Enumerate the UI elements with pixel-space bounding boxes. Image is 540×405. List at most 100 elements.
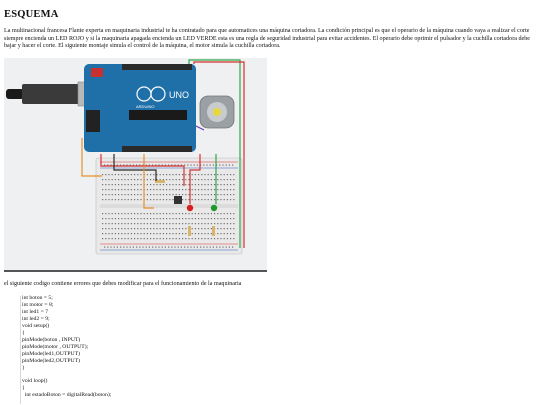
breadboard-hole [130, 194, 132, 196]
rail-hole [216, 246, 218, 248]
breadboard-hole [214, 213, 216, 215]
breadboard-hole [169, 189, 171, 191]
rail-hole [216, 164, 218, 166]
breadboard-hole [210, 174, 212, 176]
breadboard-hole [146, 213, 148, 215]
breadboard-hole [194, 233, 196, 235]
resistor-led-green [212, 226, 215, 236]
breadboard-hole [162, 228, 164, 230]
breadboard-hole [150, 213, 152, 215]
breadboard-hole [150, 218, 152, 220]
breadboard-hole [172, 228, 174, 230]
breadboard-hole [153, 199, 155, 201]
breadboard-hole [130, 233, 132, 235]
breadboard-hole [223, 199, 225, 201]
breadboard-hole [204, 199, 206, 201]
breadboard-hole [156, 213, 158, 215]
breadboard-hole [140, 179, 142, 181]
breadboard-hole [172, 194, 174, 196]
breadboard-hole [111, 233, 113, 235]
breadboard-hole [214, 184, 216, 186]
breadboard-hole [217, 189, 219, 191]
breadboard-hole [121, 218, 123, 220]
rail-hole [139, 246, 141, 248]
rail-hole [190, 164, 192, 166]
breadboard-hole [207, 223, 209, 225]
breadboard-hole [121, 174, 123, 176]
breadboard-hole [169, 213, 171, 215]
breadboard-hole [130, 199, 132, 201]
breadboard-hole [214, 194, 216, 196]
breadboard-hole [146, 218, 148, 220]
breadboard-hole [233, 213, 235, 215]
breadboard-hole [185, 213, 187, 215]
breadboard-hole [121, 184, 123, 186]
breadboard-hole [130, 184, 132, 186]
rail-hole [232, 164, 234, 166]
breadboard-hole [127, 238, 129, 240]
breadboard-hole [102, 228, 104, 230]
breadboard-hole [182, 238, 184, 240]
breadboard-hole [153, 218, 155, 220]
breadboard-hole [191, 179, 193, 181]
rail-hole [120, 246, 122, 248]
breadboard-hole [185, 179, 187, 181]
breadboard-hole [153, 228, 155, 230]
breadboard-hole [153, 184, 155, 186]
breadboard-hole [134, 184, 136, 186]
rail-hole [139, 164, 141, 166]
breadboard-hole [201, 174, 203, 176]
breadboard-hole [182, 233, 184, 235]
rail-hole [152, 246, 154, 248]
arduino-board: UNO ARDUINO [84, 64, 196, 152]
breadboard-hole [124, 213, 126, 215]
breadboard-hole [188, 238, 190, 240]
breadboard-hole [175, 233, 177, 235]
rail-hole [177, 164, 179, 166]
code-line: int boton = 5; [22, 295, 53, 301]
breadboard-hole [217, 228, 219, 230]
breadboard-hole [214, 179, 216, 181]
breadboard-hole [156, 174, 158, 176]
code-line: void loop() [22, 378, 48, 385]
rail-hole [209, 246, 211, 248]
breadboard-hole [105, 223, 107, 225]
breadboard-hole [204, 223, 206, 225]
breadboard-hole [108, 179, 110, 181]
breadboard-hole [162, 194, 164, 196]
rail-hole [168, 164, 170, 166]
breadboard-hole [188, 218, 190, 220]
breadboard-hole [204, 174, 206, 176]
breadboard-hole [178, 174, 180, 176]
breadboard-hole [153, 179, 155, 181]
breadboard-hole [111, 194, 113, 196]
breadboard-hole [223, 218, 225, 220]
breadboard-hole [207, 184, 209, 186]
breadboard-hole [118, 238, 120, 240]
breadboard-hole [105, 233, 107, 235]
code-line: pinMode(motor , OUTPUT); [22, 343, 89, 350]
breadboard-hole [127, 199, 129, 201]
breadboard-hole [169, 184, 171, 186]
breadboard-hole [169, 194, 171, 196]
board-brand-label: ARDUINO [136, 104, 154, 109]
breadboard-hole [156, 233, 158, 235]
breadboard-hole [230, 189, 232, 191]
rail-hole [104, 164, 106, 166]
breadboard-hole [172, 233, 174, 235]
breadboard-hole [182, 228, 184, 230]
rail-hole [184, 246, 186, 248]
breadboard-hole [207, 238, 209, 240]
breadboard-hole [172, 199, 174, 201]
breadboard-hole [140, 184, 142, 186]
rail-hole [136, 246, 138, 248]
breadboard-hole [130, 218, 132, 220]
breadboard-hole [178, 223, 180, 225]
rail-hole [136, 164, 138, 166]
breadboard-hole [156, 223, 158, 225]
breadboard-hole [169, 233, 171, 235]
breadboard-hole [137, 189, 139, 191]
breadboard-hole [156, 199, 158, 201]
code-caption: el siguiente codigo contiene errores que… [4, 281, 242, 287]
breadboard-hole [185, 228, 187, 230]
